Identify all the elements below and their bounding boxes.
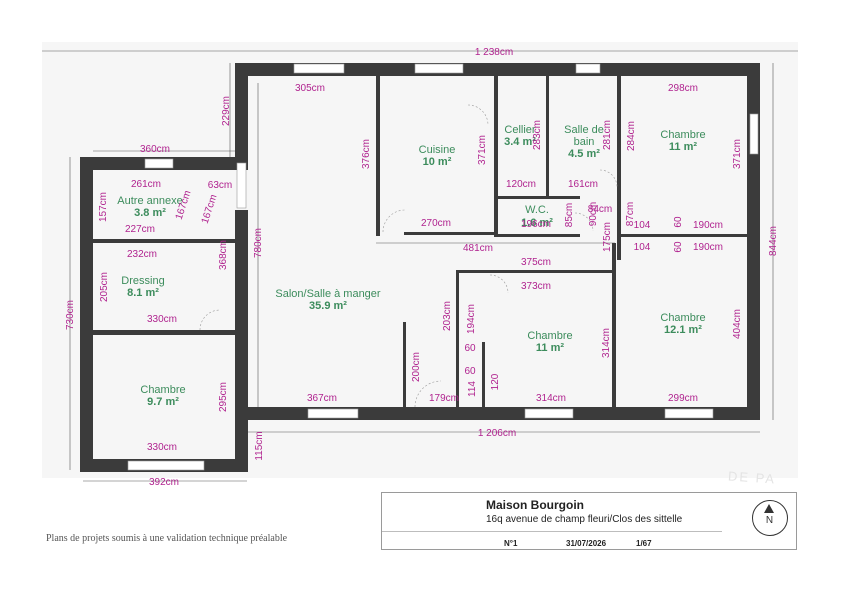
walls	[80, 63, 760, 472]
dim-label: 179cm	[429, 393, 459, 404]
dim-overall-bottom: 1 206cm	[478, 428, 516, 439]
dim-label: 367cm	[307, 393, 337, 404]
dim-label: 227cm	[125, 224, 155, 235]
dim-label: 261cm	[131, 179, 161, 190]
dim-label: 85cm	[564, 203, 575, 227]
dim-label: 373cm	[521, 281, 551, 292]
dim-label: 104	[634, 220, 651, 231]
dim-overall-left: 730cm	[65, 300, 76, 330]
title-block-divider	[382, 531, 722, 532]
dim-label: 314cm	[536, 393, 566, 404]
dim-label: 270cm	[421, 218, 451, 229]
room-area-salon: 35.9 m²	[309, 300, 347, 312]
room-name-sdb-1: Salle de	[564, 124, 604, 136]
room-area-sdb: 4.5 m²	[568, 148, 600, 160]
room-name-chambre-center: Chambre	[527, 330, 572, 342]
dim-label: 284cm	[626, 121, 637, 151]
dim-label: 114	[467, 381, 478, 397]
dim-label: 205cm	[99, 272, 110, 302]
room-name-chambre-sw: Chambre	[140, 384, 185, 396]
room-name-chambre-ne: Chambre	[660, 129, 705, 141]
dim-label: 87cm	[625, 202, 636, 226]
dim-label: 295cm	[218, 382, 229, 412]
dim-label: 404cm	[732, 309, 743, 339]
dim-label: 120	[490, 373, 501, 390]
room-name-sdb-2: bain	[574, 136, 595, 148]
north-compass: N	[752, 500, 788, 536]
dim-label: 161cm	[568, 179, 598, 190]
dim-label: 84cm	[588, 204, 612, 215]
dim-label: 371cm	[477, 135, 488, 165]
disclaimer-text: Plans de projets soumis à une validation…	[46, 533, 288, 544]
room-name-chambre-se: Chambre	[660, 312, 705, 324]
dim-label: 157cm	[98, 192, 109, 222]
dim-label: 120cm	[506, 179, 536, 190]
dimension-lines	[42, 50, 798, 482]
dim-label: 780cm	[253, 228, 264, 258]
dim-overall-right: 844cm	[768, 226, 779, 256]
dim-label: 194cm	[466, 304, 477, 334]
dim-label: 232cm	[127, 249, 157, 260]
dim-label: 376cm	[361, 139, 372, 169]
room-name-dressing: Dressing	[121, 275, 164, 287]
dim-label: 314cm	[601, 328, 612, 358]
room-area-wc: 1.6 m²	[521, 217, 553, 229]
dim-label: 90cm	[588, 202, 599, 226]
plan-number: N°1	[504, 539, 518, 548]
room-area-autre-annexe: 3.8 m²	[134, 207, 166, 219]
room-labels: Salon/Salle à manger 35.9 m² Cuisine 10 …	[117, 124, 705, 408]
room-area-chambre-center: 11 m²	[536, 342, 564, 354]
site-background	[42, 42, 798, 478]
plan-date: 31/07/2026	[566, 539, 607, 548]
dim-overall-top: 1 238cm	[475, 47, 513, 58]
dim-label: 330cm	[147, 442, 177, 453]
windows	[127, 63, 759, 471]
north-letter: N	[765, 515, 774, 526]
project-title: Maison Bourgoin	[486, 498, 584, 512]
dim-label: 283cm	[532, 120, 543, 150]
room-area-cuisine: 10 m²	[423, 156, 452, 168]
room-area-dressing: 8.1 m²	[127, 287, 159, 299]
room-name-cuisine: Cuisine	[419, 144, 456, 156]
dim-label: 203cm	[442, 301, 453, 331]
dim-label: 175cm	[602, 222, 613, 252]
room-name-cellier: Cellier	[504, 124, 536, 136]
dim-label: 190cm	[693, 220, 723, 231]
dim-label: 190cm	[693, 242, 723, 253]
dim-label: 298cm	[668, 83, 698, 94]
room-name-autre-annexe: Autre annexe	[117, 195, 182, 207]
dim-label: 375cm	[521, 257, 551, 268]
title-block: Maison Bourgoin 16q avenue de champ fleu…	[381, 492, 797, 550]
dim-label: 281cm	[602, 120, 613, 150]
project-address: 16q avenue de champ fleuri/Clos des sitt…	[486, 514, 683, 525]
room-name-wc: W.C.	[525, 204, 549, 216]
dim-label: 360cm	[140, 144, 170, 155]
dim-label: 196cm	[521, 219, 551, 230]
room-name-salon: Salon/Salle à manger	[275, 288, 381, 300]
dim-label: 299cm	[668, 393, 698, 404]
plan-page: 1/67	[636, 539, 652, 548]
room-area-chambre-se: 12.1 m²	[664, 324, 702, 336]
dim-label: 330cm	[147, 314, 177, 325]
dim-label: 60	[464, 366, 476, 377]
dim-label: 305cm	[295, 83, 325, 94]
dim-label: 200cm	[411, 352, 422, 382]
dim-label: 368cm	[218, 240, 229, 270]
room-area-cellier: 3.4 m²	[504, 136, 536, 148]
dim-label: 60	[673, 241, 684, 253]
dim-label: 229cm	[221, 96, 232, 126]
dim-label: 104	[634, 242, 651, 253]
north-arrow-icon	[764, 504, 774, 513]
dim-label: 371cm	[732, 139, 743, 169]
doors	[199, 104, 618, 408]
room-area-chambre-ne: 11 m²	[669, 141, 697, 153]
dim-label: 115cm	[254, 431, 265, 460]
dim-label: 481cm	[463, 243, 493, 254]
dim-label: 60	[464, 343, 476, 354]
dim-bottom-left: 392cm	[149, 477, 179, 488]
dim-label: 63cm	[208, 180, 232, 191]
dim-label: 60	[673, 216, 684, 228]
room-area-chambre-sw: 9.7 m²	[147, 396, 179, 408]
